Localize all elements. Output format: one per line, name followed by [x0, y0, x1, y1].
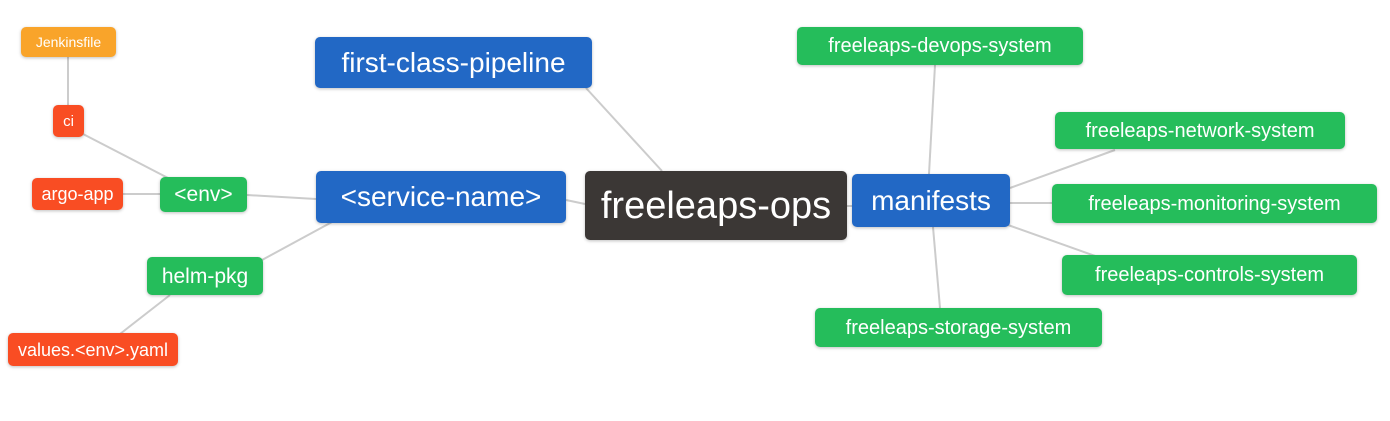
node-service-name[interactable]: <service-name> [316, 171, 566, 223]
node-jenkinsfile[interactable]: Jenkinsfile [21, 27, 116, 57]
node-root-freeleaps-ops[interactable]: freeleaps-ops [585, 171, 847, 240]
edge-pipeline-root [585, 87, 663, 172]
node-argo-app[interactable]: argo-app [32, 178, 123, 210]
node-first-class-pipeline[interactable]: first-class-pipeline [315, 37, 592, 88]
edge-manifests-storage [932, 226, 941, 309]
edge-service-name-helm-pkg [261, 221, 333, 261]
node-manifests[interactable]: manifests [852, 174, 1010, 227]
edge-ci-env [82, 133, 169, 179]
edge-env-service-name [246, 194, 317, 200]
edge-manifests-devops [928, 64, 936, 175]
node-freeleaps-network-system[interactable]: freeleaps-network-system [1055, 112, 1345, 149]
node-values-env-yaml[interactable]: values.<env>.yaml [8, 333, 178, 366]
node-freeleaps-monitoring-system[interactable]: freeleaps-monitoring-system [1052, 184, 1377, 223]
edge-manifests-network [1009, 149, 1116, 189]
node-freeleaps-devops-system[interactable]: freeleaps-devops-system [797, 27, 1083, 65]
node-ci[interactable]: ci [53, 105, 84, 137]
node-env[interactable]: <env> [160, 177, 247, 212]
node-freeleaps-controls-system[interactable]: freeleaps-controls-system [1062, 255, 1357, 295]
node-helm-pkg[interactable]: helm-pkg [147, 257, 263, 295]
edge-helm-pkg-values-yaml [119, 294, 171, 335]
node-freeleaps-storage-system[interactable]: freeleaps-storage-system [815, 308, 1102, 347]
edge-service-name-root [565, 199, 586, 205]
edge-manifests-controls [1007, 224, 1099, 258]
